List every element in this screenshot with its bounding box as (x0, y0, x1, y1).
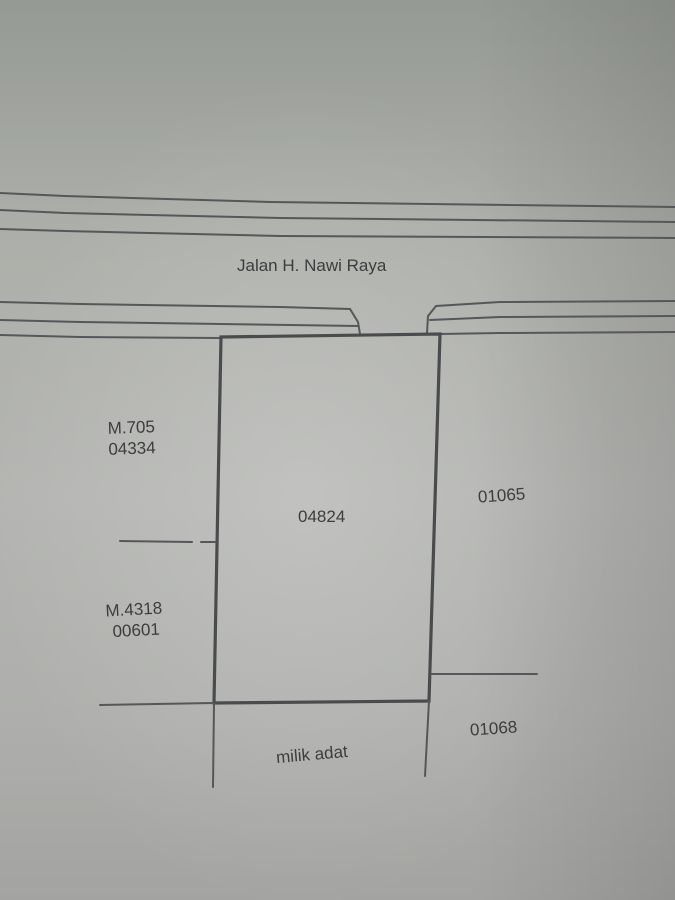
road-lower-lines-left (0, 301, 361, 339)
neighbor-west-north-id: 04334 (108, 438, 156, 459)
neighbor-west-south-id: 00601 (112, 619, 161, 642)
neighbor-west-north-certificate: M.705 (107, 417, 156, 438)
road-lower-lines-right (426, 300, 675, 335)
road-name-label: Jalan H. Nawi Raya (237, 256, 387, 275)
neighbor-west-south-label: M.4318 00601 (105, 598, 164, 643)
neighbor-west-north-label: M.705 04334 (107, 416, 156, 460)
neighbor-east-south-id: 01068 (469, 717, 518, 740)
road-upper-lines (0, 192, 675, 239)
neighbor-west-south-certificate: M.4318 (104, 598, 163, 621)
subject-parcel-id: 04824 (298, 507, 346, 526)
neighbor-east-north-id: 01065 (477, 484, 526, 507)
neighbor-boundaries (99, 540, 538, 788)
